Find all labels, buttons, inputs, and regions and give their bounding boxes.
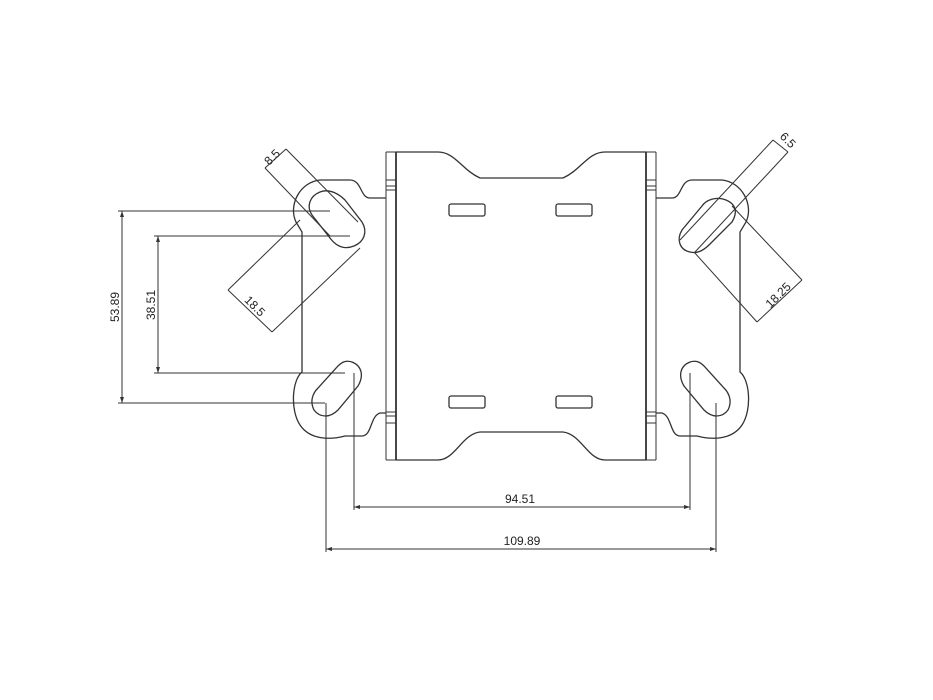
dim-vertical-inner: 38.51 <box>144 290 158 320</box>
dim-horizontal-outer: 109.89 <box>504 534 541 548</box>
dim-vertical-outer: 53.89 <box>108 292 122 322</box>
dim-slot-width-right: 6.5 <box>777 129 799 151</box>
right-bracket <box>656 179 750 439</box>
center-plate <box>385 151 657 461</box>
dim-horizontal-inner: 94.51 <box>505 492 535 506</box>
dim-slot-width-left: 8.5 <box>261 146 283 168</box>
dim-slot-length-right: 18.25 <box>763 279 794 310</box>
left-bracket <box>292 179 386 439</box>
dimension-lines <box>118 139 803 552</box>
dim-slot-length-left: 18.5 <box>242 293 269 320</box>
